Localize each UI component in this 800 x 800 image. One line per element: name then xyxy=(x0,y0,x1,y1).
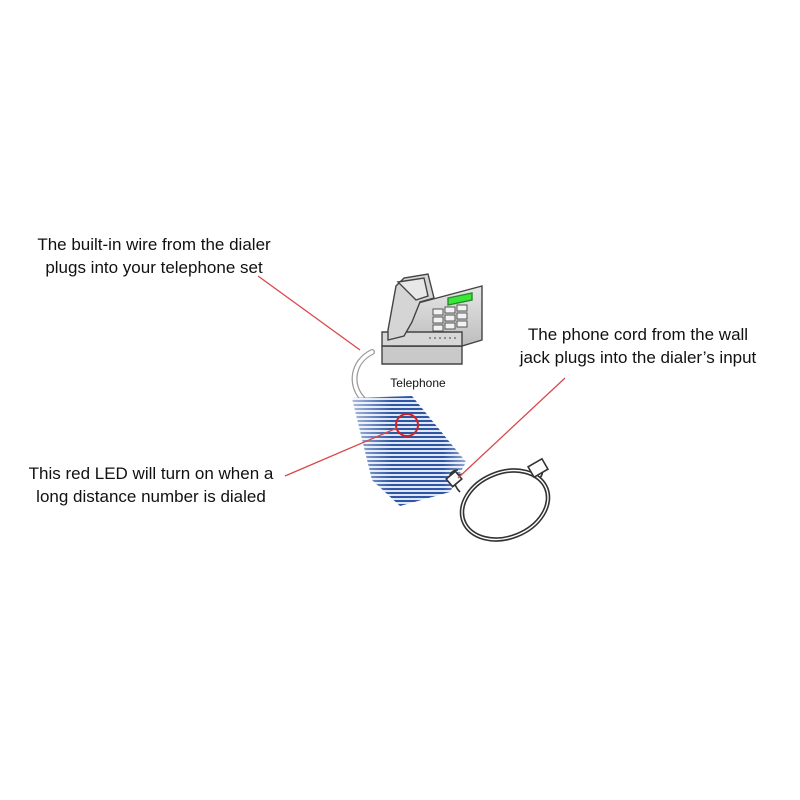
cord-callout-line-2: jack plugs into the dialer’s input xyxy=(519,348,757,367)
leader-line-led xyxy=(284,427,398,477)
telephone-label: Telephone xyxy=(390,376,446,390)
led-indicator-icon xyxy=(395,413,419,437)
desk-telephone-icon xyxy=(381,273,483,365)
dialer-device-icon xyxy=(352,396,466,506)
led-callout-line-2: long distance number is dialed xyxy=(36,487,266,506)
cord-callout-line-1: The phone cord from the wall xyxy=(527,325,749,344)
wire-callout-line-1: The built-in wire from the dialer xyxy=(37,235,271,254)
leader-lines xyxy=(257,275,566,479)
coiled-phone-cord-icon xyxy=(445,457,551,542)
led-callout-line-1: This red LED will turn on when a xyxy=(28,464,274,483)
wire-callout: The built-in wire from the dialer plugs … xyxy=(24,233,284,279)
led-callout: This red LED will turn on when a long di… xyxy=(20,462,282,508)
leader-line-wire xyxy=(257,275,361,351)
leader-line-cord xyxy=(457,377,566,479)
wire-callout-line-2: plugs into your telephone set xyxy=(45,258,263,277)
cord-callout: The phone cord from the wall jack plugs … xyxy=(512,323,764,369)
